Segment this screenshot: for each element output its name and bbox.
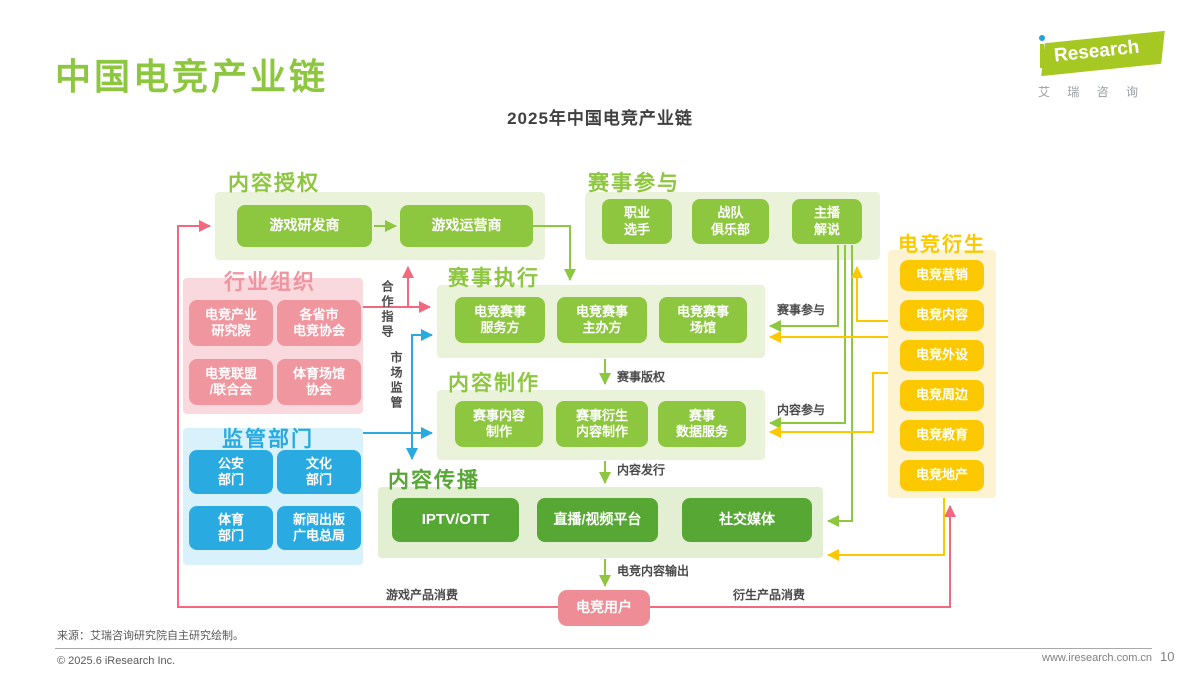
node-esports-merchandise: 电竞周边 — [900, 380, 984, 411]
node-esports-education: 电竞教育 — [900, 420, 984, 451]
node-streamer-casters: 主播 解说 — [792, 199, 862, 244]
edge-label-market-regulation: 市场监管 — [389, 351, 403, 411]
panel-derivatives — [888, 250, 996, 498]
page-number: 10 — [1160, 649, 1175, 664]
node-esports-marketing: 电竞营销 — [900, 260, 984, 291]
node-esports-research-institute: 电竞产业 研究院 — [189, 300, 273, 346]
edge-label-game-consumption: 游戏产品消费 — [386, 588, 459, 602]
section-title-production: 内容制作 — [448, 372, 540, 395]
section-title-derivatives: 电竞衍生 — [898, 234, 986, 256]
section-title-regulators: 监管部门 — [222, 428, 314, 451]
node-iptv-ott: IPTV/OTT — [392, 498, 519, 542]
node-derived-content-production: 赛事衍生 内容制作 — [556, 401, 648, 447]
node-esports-alliance: 电竞联盟 /联合会 — [189, 359, 273, 405]
node-esports-content: 电竞内容 — [900, 300, 984, 331]
node-game-developer: 游戏研发商 — [237, 205, 372, 247]
edge-label-derivative-consumption: 衍生产品消费 — [733, 588, 806, 602]
edge-label-cooperation-guidance: 合作指导 — [380, 280, 394, 340]
node-event-venue: 电竞赛事 场馆 — [659, 297, 747, 343]
node-press-broadcast-admin: 新闻出版 广电总局 — [277, 506, 361, 550]
logo-i-stem-icon — [1040, 44, 1044, 68]
node-esports-users: 电竞用户 — [558, 590, 650, 626]
logo-i-dot-icon — [1039, 35, 1045, 41]
node-event-organizer: 电竞赛事 主办方 — [557, 297, 647, 343]
copyright: © 2025.6 iResearch Inc. — [57, 655, 176, 667]
section-title-licensing: 内容授权 — [228, 172, 320, 195]
node-pro-players: 职业 选手 — [602, 199, 672, 244]
edge-label-content-release: 内容发行 — [617, 463, 666, 477]
edge-label-event-participation: 赛事参与 — [777, 303, 826, 317]
node-game-operator: 游戏运营商 — [400, 205, 533, 247]
page-title: 中国电竞产业链 — [55, 56, 329, 97]
footer-divider — [55, 648, 1152, 649]
node-esports-peripherals: 电竞外设 — [900, 340, 984, 371]
source-note: 来源：艾瑞咨询研究院自主研究绘制。 — [57, 630, 244, 642]
node-team-clubs: 战队 俱乐部 — [692, 199, 769, 244]
node-live-video-platform: 直播/视频平台 — [537, 498, 658, 542]
node-social-media: 社交媒体 — [682, 498, 812, 542]
edge-label-event-copyright: 赛事版权 — [617, 370, 666, 384]
diagram-title: 2025年中国电竞产业链 — [507, 109, 693, 128]
node-event-data-service: 赛事 数据服务 — [658, 401, 746, 447]
edge-label-content-participation: 内容参与 — [777, 403, 826, 417]
node-provincial-esports-assoc: 各省市 电竞协会 — [277, 300, 361, 346]
website: www.iresearch.com.cn — [1042, 652, 1153, 664]
edge-label-content-output: 电竞内容输出 — [617, 564, 690, 578]
section-title-participation: 赛事参与 — [588, 172, 680, 195]
node-sports-dept: 体育 部门 — [189, 506, 273, 550]
iresearch-logo: Research 艾 瑞 咨 询 — [1030, 30, 1170, 100]
node-stadium-assoc: 体育场馆 协会 — [277, 359, 361, 405]
logo-chinese-name: 艾 瑞 咨 询 — [1038, 85, 1146, 99]
node-event-content-production: 赛事内容 制作 — [455, 401, 543, 447]
node-esports-realestate: 电竞地产 — [900, 460, 984, 491]
section-title-organizations: 行业组织 — [224, 271, 316, 294]
section-title-distribution: 内容传播 — [388, 469, 480, 492]
node-public-security-dept: 公安 部门 — [189, 450, 273, 494]
node-culture-dept: 文化 部门 — [277, 450, 361, 494]
section-title-execution: 赛事执行 — [448, 267, 540, 290]
node-event-service-provider: 电竞赛事 服务方 — [455, 297, 545, 343]
